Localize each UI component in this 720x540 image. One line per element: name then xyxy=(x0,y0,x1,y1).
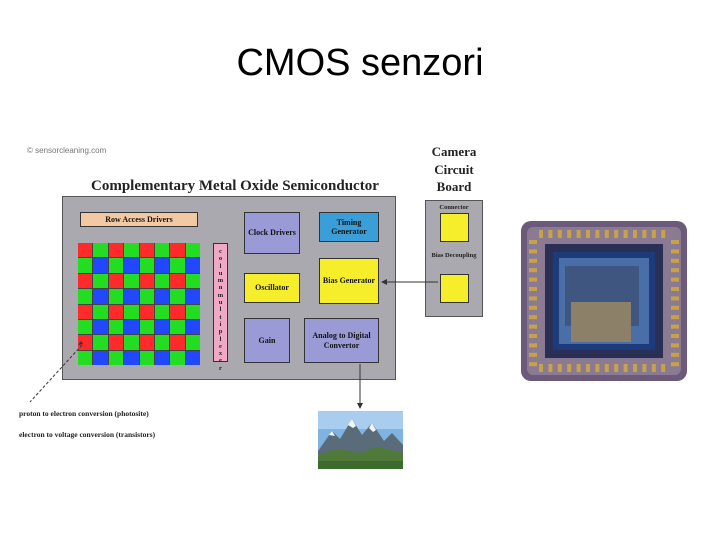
chip-pin xyxy=(539,230,543,238)
chip-pin xyxy=(595,230,599,238)
cmos-chip-photo xyxy=(517,218,691,384)
chip-pin xyxy=(548,230,552,238)
chip-pin xyxy=(605,364,609,372)
chip-pin xyxy=(624,230,628,238)
chip-pin xyxy=(529,353,537,357)
chip-pin xyxy=(671,343,679,347)
chip-pin xyxy=(661,230,665,238)
chip-pin xyxy=(642,230,646,238)
chip-pin xyxy=(652,230,656,238)
chip-pin xyxy=(671,249,679,253)
chip-pin xyxy=(671,315,679,319)
chip-pin xyxy=(529,334,537,338)
chip-pin xyxy=(586,230,590,238)
chip-pin xyxy=(671,353,679,357)
chip-pin xyxy=(529,268,537,272)
chip-pin xyxy=(671,306,679,310)
chip-pin xyxy=(671,259,679,263)
chip-pin xyxy=(671,240,679,244)
chip-pin xyxy=(595,364,599,372)
photosite-pointer-arrow xyxy=(78,341,83,345)
photosite-pointer-line xyxy=(30,345,82,402)
chip-pin xyxy=(577,230,581,238)
chip-pin xyxy=(529,296,537,300)
chip-pin xyxy=(671,296,679,300)
chip-pin xyxy=(614,364,618,372)
chip-pin xyxy=(558,364,562,372)
chip-pin xyxy=(529,362,537,366)
chip-pin xyxy=(529,278,537,282)
chip-pin xyxy=(529,315,537,319)
chip-pin xyxy=(614,230,618,238)
chip-pin xyxy=(558,230,562,238)
chip-pin xyxy=(671,325,679,329)
chip-pin xyxy=(529,259,537,263)
chip-pin xyxy=(529,287,537,291)
chip-pin xyxy=(624,364,628,372)
chip-pin xyxy=(642,364,646,372)
photon-conversion-note: proton to electron conversion (photosite… xyxy=(19,409,149,418)
chip-pin xyxy=(529,240,537,244)
chip-pin xyxy=(577,364,581,372)
chip-pin xyxy=(529,325,537,329)
chip-pin xyxy=(605,230,609,238)
mountain-photo xyxy=(318,411,403,469)
chip-pin xyxy=(567,364,571,372)
chip-pin xyxy=(539,364,543,372)
chip-pin xyxy=(548,364,552,372)
chip-pin xyxy=(633,230,637,238)
chip-pin xyxy=(567,230,571,238)
chip-pin xyxy=(529,343,537,347)
electron-conversion-note: electron to voltage conversion (transist… xyxy=(19,430,155,439)
chip-pin xyxy=(671,362,679,366)
chip-pin xyxy=(671,278,679,282)
chip-pin xyxy=(661,364,665,372)
chip-pin xyxy=(529,306,537,310)
chip-pin xyxy=(586,364,590,372)
chip-pin xyxy=(671,268,679,272)
chip-pin xyxy=(671,334,679,338)
chip-pin xyxy=(633,364,637,372)
chip-pin xyxy=(652,364,656,372)
chip-pin xyxy=(671,287,679,291)
chip-pin xyxy=(529,249,537,253)
